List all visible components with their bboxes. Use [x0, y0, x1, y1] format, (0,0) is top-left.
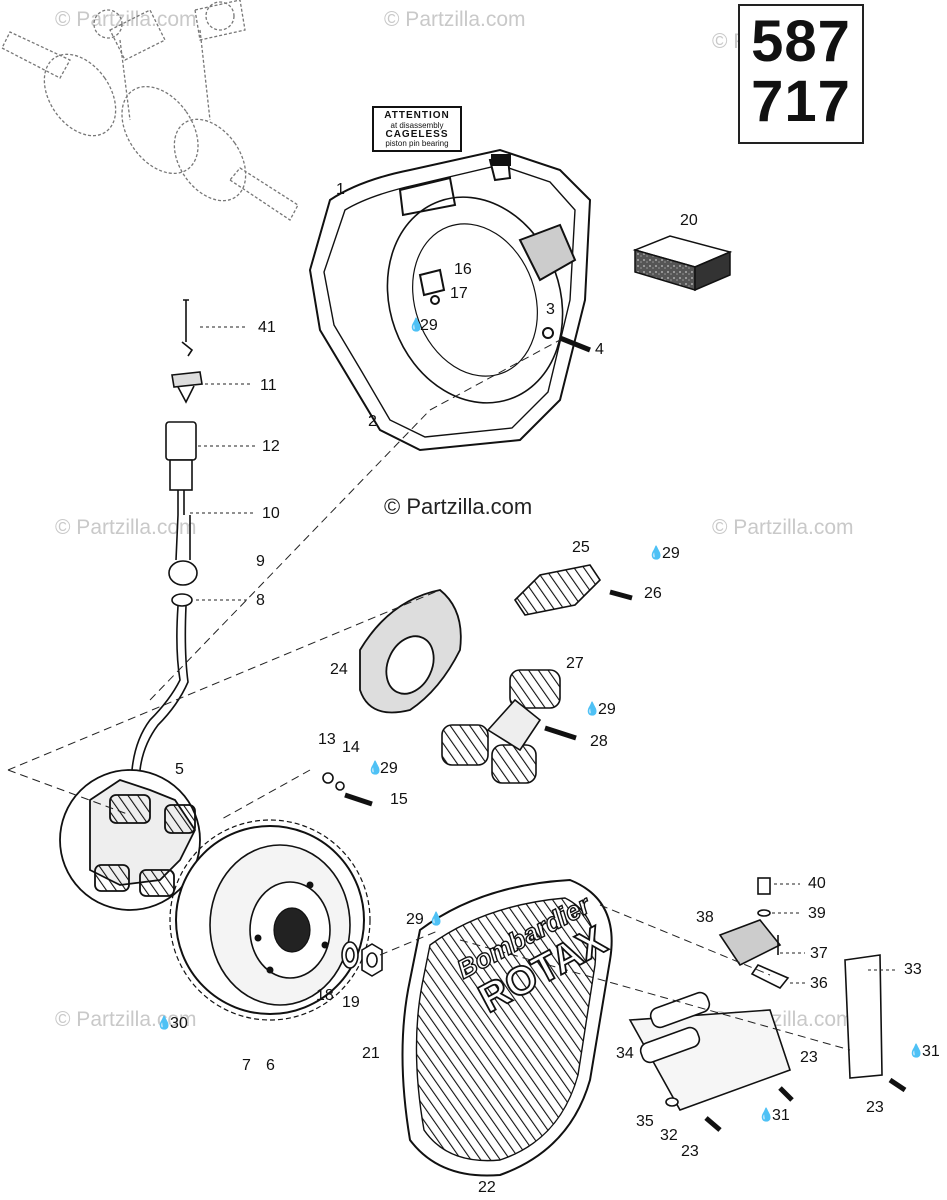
model-number: 717 — [751, 69, 851, 134]
callout-24: 24 — [330, 661, 348, 678]
oil-drop-icon: 💧 — [428, 911, 445, 926]
callout-28: 28 — [590, 733, 608, 750]
callout-40: 40 — [808, 875, 826, 892]
watermark: © Partzilla.com — [384, 8, 526, 31]
crankshaft-drawing — [1, 0, 299, 221]
callout-34: 34 — [616, 1045, 634, 1062]
callout-23: 23 — [800, 1049, 818, 1066]
callout-25: 25 — [572, 539, 590, 556]
callout-9: 9 — [256, 553, 265, 570]
stator-drawing — [59, 769, 201, 911]
callout-1: 1 — [336, 181, 345, 198]
callout-29: 29 — [420, 317, 438, 334]
rewind-cover-drawing — [401, 878, 613, 1177]
attention-label-line: at disassembly — [390, 120, 444, 130]
callout-19: 19 — [342, 994, 360, 1011]
wire-harness-drawing — [131, 299, 203, 771]
callout-35: 35 — [636, 1113, 654, 1130]
callout-33: 33 — [904, 961, 922, 978]
coil-drawing — [513, 564, 633, 616]
coil-assembly-drawing — [441, 669, 577, 784]
callout-41: 41 — [258, 319, 276, 336]
bracket-drawing — [628, 877, 907, 1132]
backing-plate-drawing — [359, 589, 462, 714]
attention-label-line: ATTENTION — [384, 110, 450, 121]
oil-drop-icon: 💧 — [156, 1015, 173, 1030]
model-number-box: 587 717 — [738, 4, 864, 144]
magneto-housing-drawing — [308, 148, 592, 452]
assembly-lines — [7, 339, 851, 1051]
callout-38: 38 — [696, 909, 714, 926]
watermark: © Partzilla.com — [55, 8, 197, 31]
callout-29: 29 — [662, 545, 680, 562]
callout-18: 18 — [316, 987, 334, 1004]
callout-2: 2 — [368, 413, 377, 430]
callout-17: 17 — [450, 285, 468, 302]
callout-7: 7 — [242, 1057, 251, 1074]
callout-37: 37 — [810, 945, 828, 962]
model-number: 587 — [751, 9, 851, 74]
attention-label: ATTENTION at disassembly CAGELESS piston… — [372, 106, 462, 152]
callout-6: 6 — [266, 1057, 275, 1074]
callout-27: 27 — [566, 655, 584, 672]
watermark: © Partzilla.com — [712, 516, 854, 539]
callout-14: 14 — [342, 739, 360, 756]
callout-22: 22 — [478, 1179, 496, 1196]
callout-16: 16 — [454, 261, 472, 278]
callout-29: 29 — [380, 760, 398, 777]
watermark: © Partzilla.com — [55, 516, 197, 539]
callout-26: 26 — [644, 585, 662, 602]
watermark-center: © Partzilla.com — [384, 494, 533, 519]
callout-29: 29 — [406, 911, 424, 928]
fastener-drawing — [322, 772, 383, 977]
oil-drop-icon: 💧 — [908, 1043, 925, 1058]
callout-5: 5 — [175, 761, 184, 778]
watermark: © Partzilla.com — [55, 1008, 197, 1031]
callout-30: 30 — [170, 1015, 188, 1032]
callout-3: 3 — [546, 301, 555, 318]
callout-39: 39 — [808, 905, 826, 922]
oil-drop-icon: 💧 — [758, 1107, 775, 1122]
oil-drop-icon: 💧 — [584, 701, 601, 716]
callout-4: 4 — [595, 341, 604, 358]
callout-23: 23 — [681, 1143, 699, 1160]
callout-11: 11 — [260, 377, 277, 394]
callout-29: 29 — [598, 701, 616, 718]
callout-32: 32 — [660, 1127, 678, 1144]
leader-lines — [190, 326, 895, 984]
attention-label-line: piston pin bearing — [385, 139, 449, 149]
oil-drop-icon: 💧 — [408, 317, 425, 332]
oil-drop-icon: 💧 — [648, 545, 665, 560]
callout-31: 31 — [772, 1107, 790, 1124]
callout-23: 23 — [866, 1099, 884, 1116]
sealant-block-drawing — [632, 235, 733, 292]
oil-drop-icon: 💧 — [367, 760, 384, 775]
callout-12: 12 — [262, 438, 280, 455]
callout-8: 8 — [256, 592, 265, 609]
attention-label-line: CAGELESS — [385, 128, 449, 140]
callout-20: 20 — [680, 212, 698, 229]
callout-10: 10 — [262, 505, 280, 522]
callout-15: 15 — [390, 791, 408, 808]
callout-36: 36 — [810, 975, 828, 992]
callout-31: 31 — [922, 1043, 940, 1060]
flywheel-drawing — [169, 819, 371, 1021]
callout-21: 21 — [362, 1045, 380, 1062]
callout-13: 13 — [318, 731, 336, 748]
